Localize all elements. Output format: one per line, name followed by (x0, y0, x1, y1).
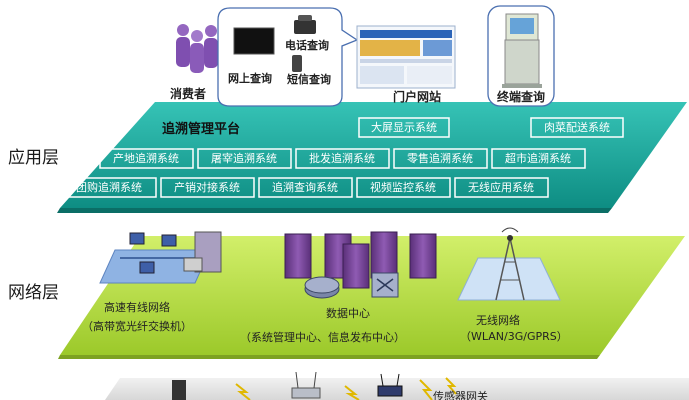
system-box: 产地追溯系统 (99, 148, 194, 169)
sms-phone-icon (292, 55, 302, 72)
phone-icon (294, 15, 316, 34)
consumer-label: 消费者 (170, 86, 206, 101)
system-box-label: 追溯查询系统 (272, 180, 338, 194)
consumer-people-icon (176, 24, 218, 73)
server-rack-icon (284, 231, 437, 289)
access-point-icon (291, 371, 321, 399)
system-box-label: 零售追溯系统 (407, 151, 473, 165)
system-box: 超市追溯系统 (491, 148, 586, 169)
platform-title: 追溯管理平台 (162, 121, 240, 137)
system-box-label: 团购追溯系统 (76, 180, 142, 194)
system-box: 团购追溯系统 (62, 177, 157, 198)
system-box-label: 屠宰追溯系统 (211, 151, 277, 165)
system-box-label: 肉菜配送系统 (544, 120, 610, 134)
wireless-network-title: 无线网络 (476, 313, 520, 327)
wired-network-icon (99, 231, 222, 284)
portal-website-thumbnail (356, 25, 456, 89)
system-box: 屠宰追溯系统 (197, 148, 292, 169)
portal-label: 门户网站 (393, 89, 441, 104)
system-box: 肉菜配送系统 (530, 117, 624, 138)
wireless-network-subtitle: （WLAN/3G/GPRS） (460, 330, 568, 343)
network-layer-label: 网络层 (8, 283, 59, 303)
system-box: 大屏显示系统 (358, 117, 450, 138)
system-box: 无线应用系统 (454, 177, 549, 198)
lightning-icon (419, 379, 433, 400)
wired-network-title: 高速有线网络 (104, 300, 170, 314)
system-box: 零售追溯系统 (393, 148, 488, 169)
system-box: 视频监控系统 (356, 177, 451, 198)
scanner-icon (172, 380, 186, 400)
system-box-label: 超市追溯系统 (505, 151, 571, 165)
application-layer-label: 应用层 (8, 148, 59, 168)
system-box: 批发追溯系统 (295, 148, 390, 169)
lightning-icon (235, 383, 251, 400)
wireless-tower-icon (457, 227, 561, 301)
system-box-label: 产销对接系统 (174, 180, 240, 194)
web-query-label: 网上查询 (228, 71, 272, 85)
channel-callout (217, 7, 359, 107)
switch-icon (371, 272, 399, 298)
system-box-label: 批发追溯系统 (309, 151, 375, 165)
system-box-label: 视频监控系统 (370, 180, 436, 194)
system-box: 产销对接系统 (160, 177, 255, 198)
kiosk-icon (502, 13, 542, 88)
datacenter-subtitle: （系统管理中心、信息发布中心） (240, 330, 405, 344)
lightning-icon (344, 385, 360, 400)
terminal-label: 终端查询 (497, 89, 545, 104)
monitor-icon (233, 27, 275, 55)
datacenter-title: 数据中心 (326, 306, 370, 320)
system-box-label: 无线应用系统 (468, 180, 534, 194)
sensor-gateway-label: 传感器网关 (433, 389, 488, 400)
wired-network-subtitle: （高带宽光纤交换机） (82, 319, 192, 333)
sms-query-label: 短信查询 (287, 72, 331, 86)
sensor-icon (445, 377, 457, 395)
phone-query-label: 电话查询 (285, 38, 329, 52)
router-icon (304, 276, 340, 299)
wireless-router-icon (377, 373, 403, 397)
system-box: 追溯查询系统 (258, 177, 353, 198)
system-box-label: 大屏显示系统 (371, 120, 437, 134)
system-box-label: 产地追溯系统 (113, 151, 179, 165)
